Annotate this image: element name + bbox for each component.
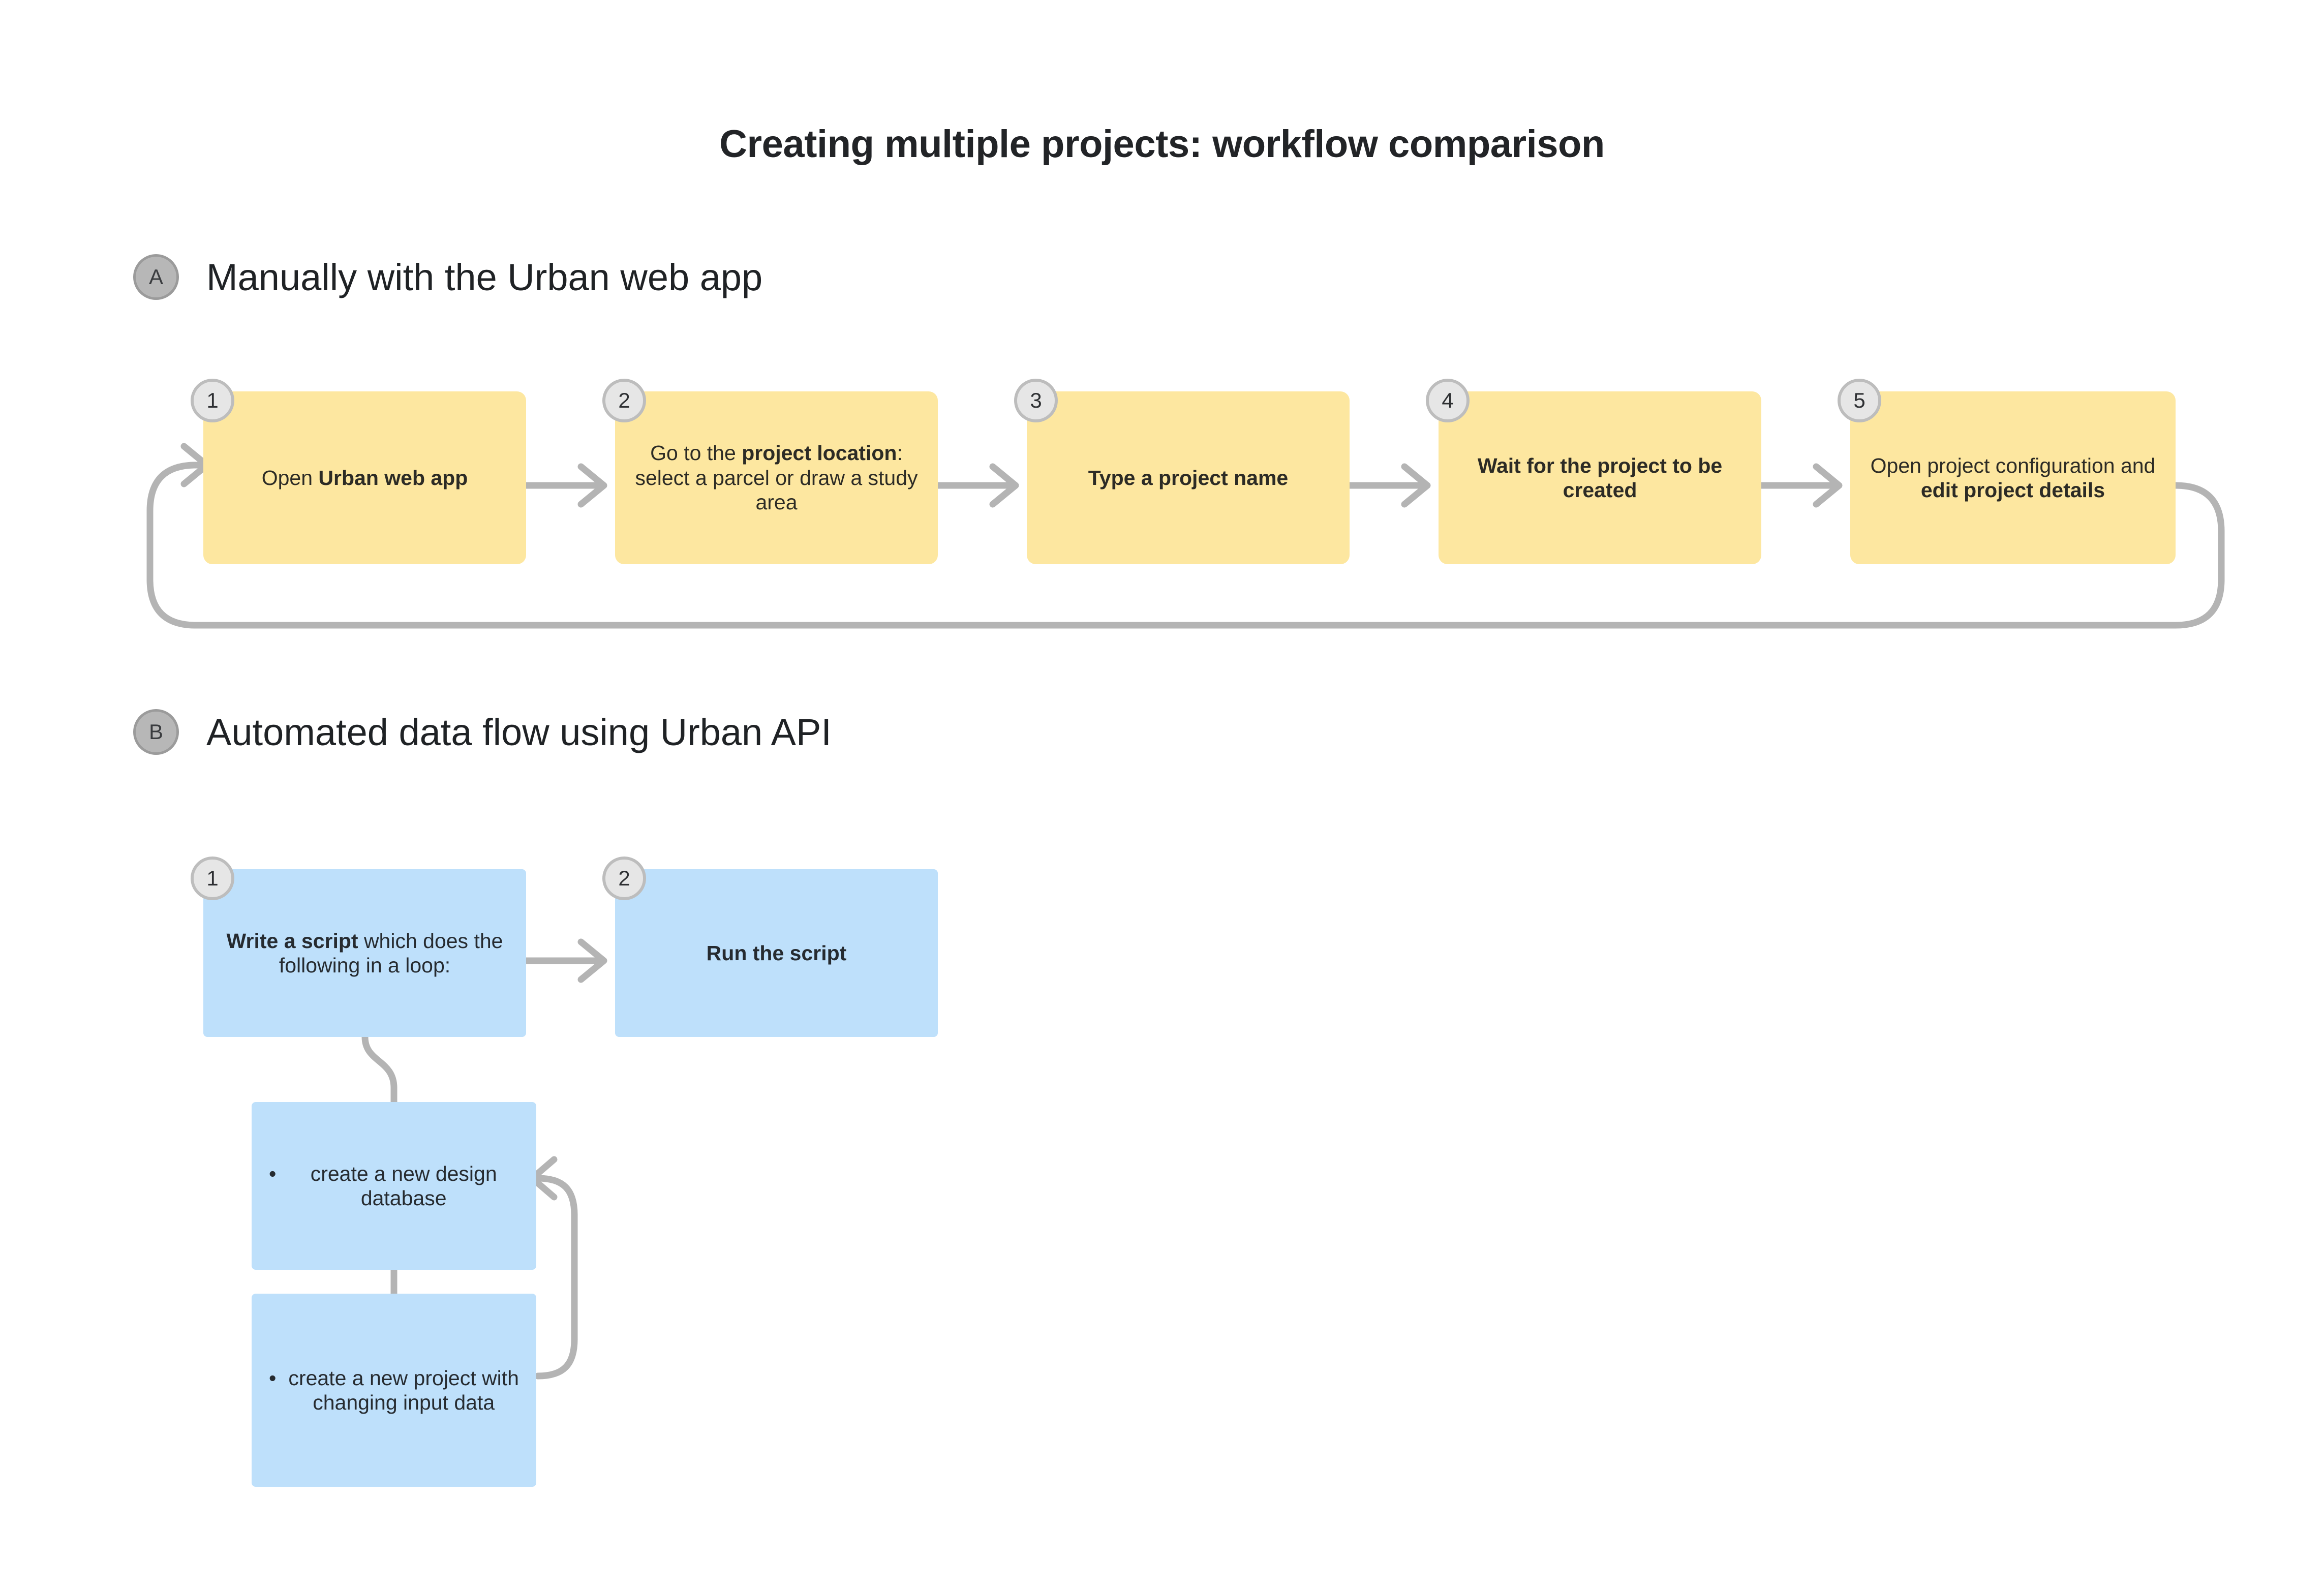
step-badge-manual-4: 4 [1426,379,1470,422]
step-badge-api-2: 2 [602,857,646,900]
section-title-manual: Manually with the Urban web app [206,256,763,298]
page-title: Creating multiple projects: workflow com… [719,123,1605,166]
connector-script-to-loop [361,1033,397,1106]
step-node-api-1[interactable]: Write a script which does the following … [203,869,526,1037]
arrow-b-1-2 [523,938,607,983]
bullet-icon: • [269,1366,277,1390]
loop-item-node-1[interactable]: • create a new design database [252,1102,536,1270]
loop-item-text-2: create a new project with changing input… [288,1366,519,1414]
loop-item-node-2[interactable]: • create a new project with changing inp… [252,1294,536,1487]
section-header-api: B Automated data flow using Urban API [133,709,832,755]
loop-item-row-1: • create a new design database [269,1161,519,1211]
step-node-manual-3[interactable]: Type a project name [1027,391,1350,564]
step-text-api-2: Run the script [706,941,847,965]
step-node-manual-1[interactable]: Open Urban web app [203,391,526,564]
bullet-icon: • [269,1161,277,1185]
step-text-manual-1: Open Urban web app [261,466,468,490]
step-text-manual-5: Open project configuration and edit proj… [1870,453,2156,502]
step-badge-manual-5: 5 [1838,379,1881,422]
step-node-manual-2[interactable]: Go to the project location: select a par… [615,391,938,564]
step-node-manual-5[interactable]: Open project configuration and edit proj… [1850,391,2176,564]
loop-item-text-1: create a new design database [310,1161,497,1210]
loop-back-arrow-api [529,1156,578,1380]
step-text-manual-2: Go to the project location: select a par… [635,441,918,514]
section-badge-a: A [133,254,179,300]
section-badge-b: B [133,709,179,755]
step-text-manual-3: Type a project name [1088,466,1289,490]
step-badge-api-1: 1 [191,857,234,900]
step-text-api-1: Write a script which does the following … [226,929,503,977]
loop-item-row-2: • create a new project with changing inp… [269,1366,519,1415]
step-badge-manual-1: 1 [191,379,234,422]
section-header-manual: A Manually with the Urban web app [133,254,762,300]
arrow-a-4-5 [1758,463,1843,508]
step-text-manual-4: Wait for the project to be created [1477,453,1723,502]
arrow-a-3-4 [1346,463,1431,508]
section-title-api: Automated data flow using Urban API [206,711,832,753]
arrow-a-1-2 [523,463,607,508]
step-badge-manual-3: 3 [1014,379,1058,422]
step-node-manual-4[interactable]: Wait for the project to be created [1439,391,1761,564]
step-badge-manual-2: 2 [602,379,646,422]
step-node-api-2[interactable]: Run the script [615,869,938,1037]
arrow-a-2-3 [934,463,1019,508]
